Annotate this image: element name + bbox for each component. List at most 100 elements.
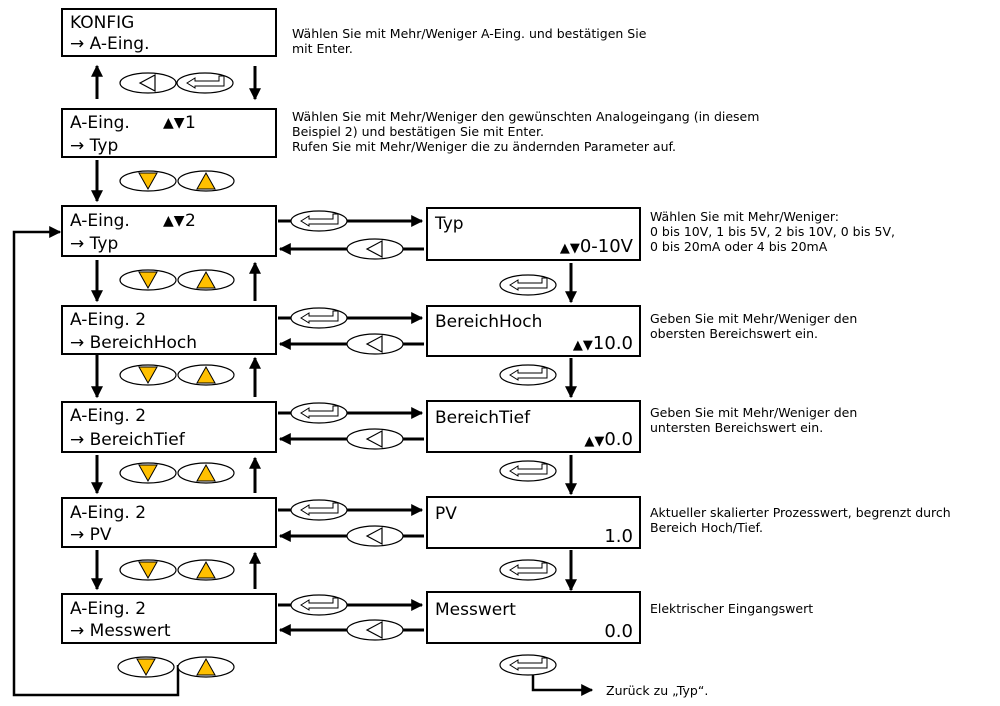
enter-button-icon (499, 559, 557, 581)
note-typ: Wählen Sie mit Mehr/Weniger: 0 bis 10V, … (650, 209, 895, 254)
page-button-icon (346, 238, 404, 260)
param-box-bereichhoch: BereichHoch ▲▼10.0 (426, 305, 641, 357)
key-buttons (117, 72, 557, 678)
raise-button-icon (177, 462, 235, 484)
up-down-arrow-icon: ▲▼ (163, 115, 185, 131)
param-box-pv: PV 1.0 (426, 496, 641, 549)
note-line: Geben Sie mit Mehr/Weniger den (650, 311, 858, 326)
menu-line2: → A-Eing. (70, 34, 150, 54)
param-label: PV (435, 504, 457, 524)
note-bereichhoch: Geben Sie mit Mehr/Weniger den obersten … (650, 311, 857, 341)
raise-button-icon (177, 559, 235, 581)
param-value-group: ▲▼0.0 (584, 430, 633, 452)
param-box-messwert: Messwert 0.0 (426, 591, 641, 644)
param-value: 0-10V (579, 236, 633, 257)
menu-box-bereichtief: A-Eing. 2 → BereichTief (61, 401, 277, 453)
enter-button-icon (499, 460, 557, 482)
param-box-bereichtief: BereichTief ▲▼0.0 (426, 400, 641, 453)
note-line: Rufen Sie mit Mehr/Weniger die zu ändern… (292, 139, 676, 154)
lower-button-icon (119, 559, 177, 581)
menu-box-konfig: KONFIG → A-Eing. (61, 8, 277, 57)
note-line: Aktueller skalierter Prozesswert, begren… (650, 505, 951, 520)
menu-box-messwert: A-Eing. 2 → Messwert (61, 593, 277, 644)
note-line: mit Enter. (292, 41, 353, 56)
note-konfig: Wählen Sie mit Mehr/Weniger A-Eing. und … (292, 26, 646, 56)
param-label: BereichTief (435, 408, 531, 428)
menu-box-bereichhoch: A-Eing. 2 → BereichHoch (61, 305, 277, 355)
up-down-arrow-icon: ▲▼ (163, 213, 185, 229)
param-label: Messwert (435, 600, 516, 620)
note-line: 0 bis 20mA oder 4 bis 20mA (650, 239, 828, 254)
param-label: Typ (435, 214, 464, 234)
menu-line1: A-Eing. 2 (70, 503, 147, 523)
menu-box-pv: A-Eing. 2 → PV (61, 497, 277, 548)
note-line: untersten Bereichswert ein. (650, 420, 824, 435)
param-label: BereichHoch (435, 312, 543, 332)
enter-button-icon (290, 210, 348, 232)
param-value: 0.0 (604, 429, 633, 450)
lower-button-icon (119, 170, 177, 192)
param-value: 1.0 (604, 526, 633, 547)
page-button-icon (346, 333, 404, 355)
menu-line2: → Typ (70, 136, 119, 156)
menu-value: 2 (185, 211, 196, 231)
raise-button-icon (177, 364, 235, 386)
up-down-arrow-icon: ▲▼ (559, 241, 580, 256)
param-value: 0.0 (604, 621, 633, 642)
param-flow-arrows (278, 215, 424, 636)
note-line: obersten Bereichswert ein. (650, 326, 818, 341)
enter-button-icon (499, 364, 557, 386)
lower-button-icon (119, 269, 177, 291)
menu-flow-arrows (91, 64, 261, 591)
menu-line1: A-Eing. (70, 211, 130, 231)
menu-line1: A-Eing. 2 (70, 310, 147, 330)
menu-line2: → BereichTief (70, 430, 185, 450)
enter-button-icon (290, 594, 348, 616)
menu-box-aeing-2: A-Eing. ▲▼ 2 → Typ (61, 205, 277, 257)
raise-button-icon (177, 269, 235, 291)
note-line: Wählen Sie mit Mehr/Weniger A-Eing. und … (292, 26, 647, 41)
note-line: Bereich Hoch/Tief. (650, 520, 763, 535)
note-pv: Aktueller skalierter Prozesswert, begren… (650, 505, 951, 535)
menu-line1: A-Eing. 2 (70, 599, 147, 619)
note-line: Wählen Sie mit Mehr/Weniger: (650, 209, 840, 224)
menu-line1: KONFIG (70, 13, 135, 33)
enter-button-icon (499, 654, 557, 676)
note-aeing: Wählen Sie mit Mehr/Weniger den gewünsch… (292, 109, 759, 154)
param-box-typ: Typ ▲▼0-10V (426, 207, 641, 261)
param-value-group: ▲▼10.0 (573, 334, 633, 356)
page-button-icon (346, 428, 404, 450)
note-back-to-typ: Zurück zu „Typ“. (606, 683, 709, 698)
enter-button-icon (176, 72, 234, 94)
lower-button-icon (119, 364, 177, 386)
menu-line2: → BereichHoch (70, 333, 197, 353)
page-button-icon (119, 72, 177, 94)
menu-line1: A-Eing. 2 (70, 406, 147, 426)
note-line: Elektrischer Eingangswert (650, 601, 814, 616)
lower-button-icon (119, 462, 177, 484)
enter-button-icon (290, 499, 348, 521)
enter-button-icon (499, 274, 557, 296)
page-button-icon (346, 525, 404, 547)
note-line: Geben Sie mit Mehr/Weniger den (650, 405, 858, 420)
note-line: Wählen Sie mit Mehr/Weniger den gewünsch… (292, 109, 760, 124)
page-button-icon (346, 619, 404, 641)
param-value: 10.0 (592, 333, 633, 354)
menu-line1: A-Eing. (70, 113, 130, 133)
note-messwert: Elektrischer Eingangswert (650, 601, 813, 616)
up-down-arrow-icon: ▲▼ (572, 338, 593, 353)
menu-line2: → Messwert (70, 621, 171, 641)
menu-box-aeing-1: A-Eing. ▲▼ 1 → Typ (61, 108, 277, 158)
raise-button-icon (177, 170, 235, 192)
menu-line2: → PV (70, 525, 112, 545)
note-line: 0 bis 10V, 1 bis 5V, 2 bis 10V, 0 bis 5V… (650, 224, 896, 239)
note-bereichtief: Geben Sie mit Mehr/Weniger den untersten… (650, 405, 857, 435)
menu-line2: → Typ (70, 234, 119, 254)
menu-value: 1 (185, 113, 196, 133)
enter-button-icon (290, 402, 348, 424)
up-down-arrow-icon: ▲▼ (584, 434, 605, 449)
raise-button-icon (177, 656, 235, 678)
lower-button-icon (117, 656, 175, 678)
note-line: Beispiel 2) und bestätigen Sie mit Enter… (292, 124, 544, 139)
